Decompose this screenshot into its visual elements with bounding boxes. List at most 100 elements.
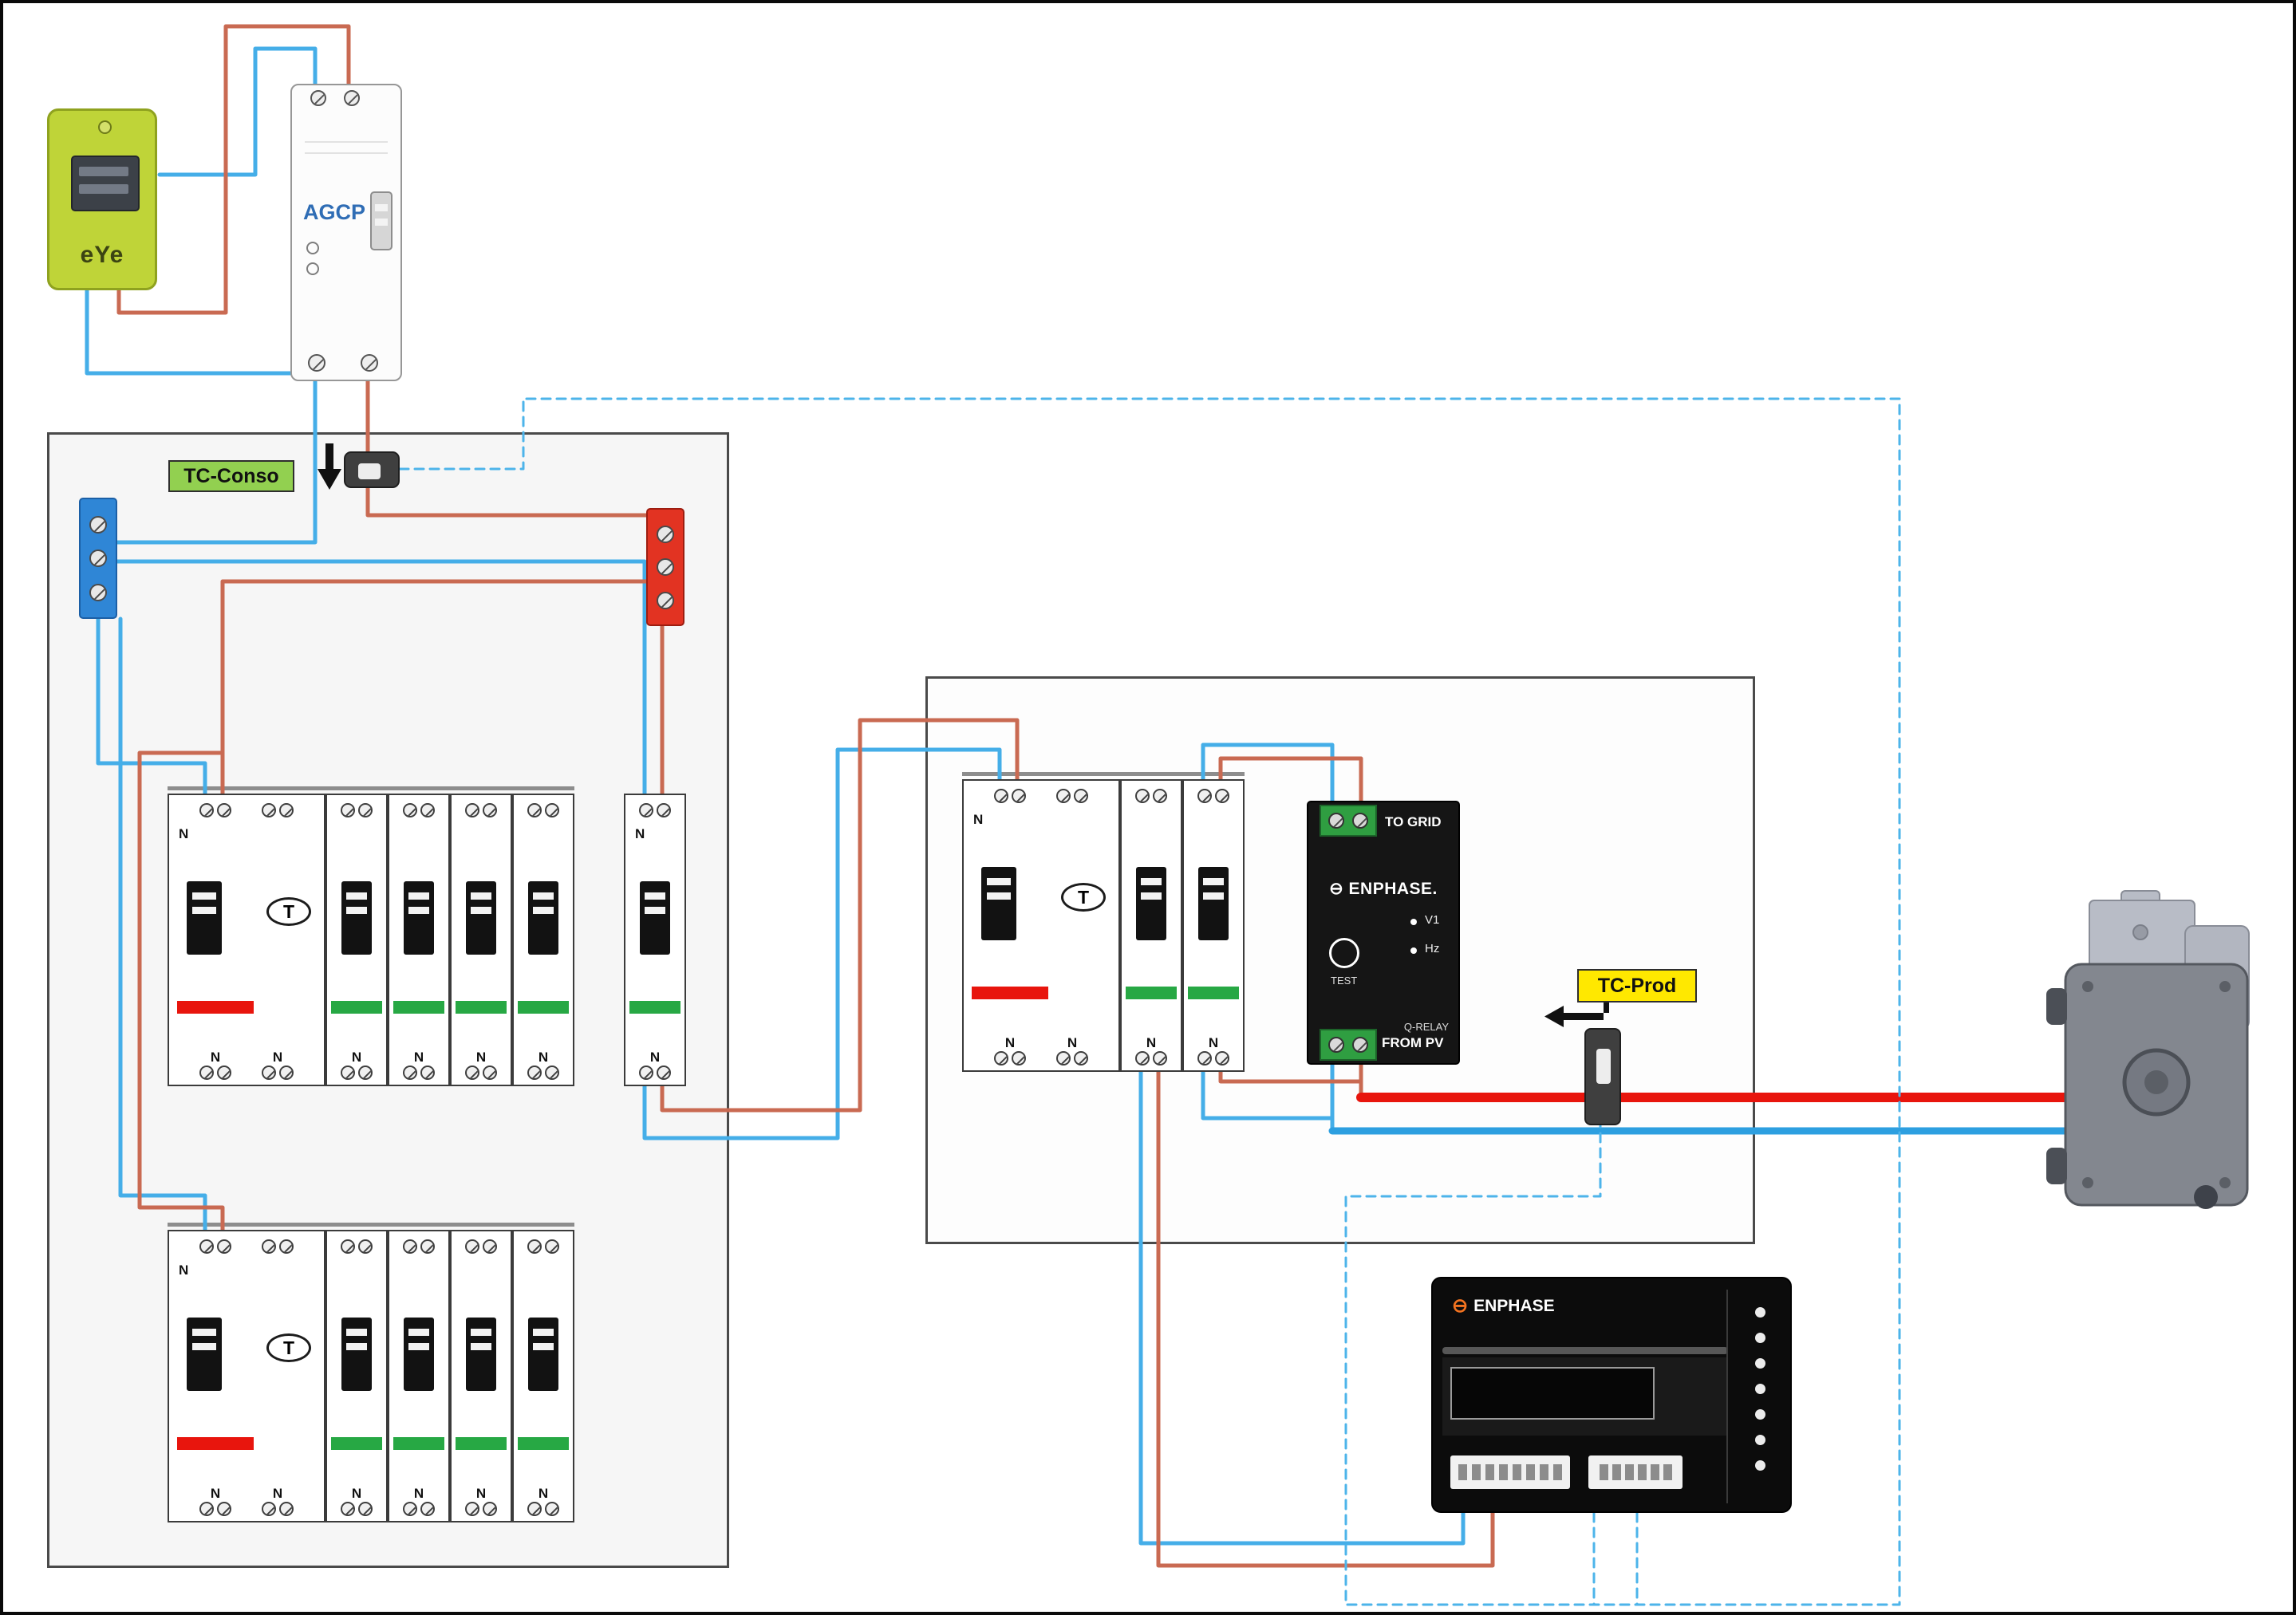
breaker-toggle	[187, 1318, 222, 1391]
vent-line	[305, 141, 388, 143]
led-hz-label: Hz	[1425, 942, 1440, 955]
body-hub-icon	[2144, 1070, 2168, 1094]
terminal-pair	[1197, 789, 1229, 803]
envoy-divider	[1726, 1290, 1728, 1503]
terminal-screw	[1351, 1037, 1368, 1053]
model-label: Q-RELAY	[1403, 1021, 1449, 1033]
terminal-screw	[262, 1066, 276, 1080]
terminal-slot	[1624, 1464, 1634, 1480]
terminal-pair	[1135, 1051, 1167, 1066]
terminal-screw	[1012, 789, 1026, 803]
terminal-screw	[217, 803, 231, 817]
terminal-pair	[262, 803, 294, 817]
trip-indicator	[972, 987, 1048, 999]
terminal-screw	[527, 1239, 542, 1254]
top-terminals	[1122, 789, 1181, 803]
agcp-main-breaker: AGCP	[290, 84, 402, 381]
terminal-screw	[527, 1066, 542, 1080]
terminal-screw	[262, 1239, 276, 1254]
terminal-screw	[1328, 813, 1345, 829]
terminal-screw	[657, 803, 671, 817]
status-indicator	[393, 1437, 444, 1450]
phase-wire-mcb-to-frompv	[1218, 1068, 1363, 1084]
agcp-lever	[370, 191, 393, 250]
neutral-label: N	[1146, 1035, 1157, 1050]
bottom-terminal-module: N	[465, 1050, 497, 1080]
terminal-slot	[1472, 1464, 1481, 1480]
enphase-logo-icon: ⊖	[1452, 1295, 1469, 1317]
bottom-terminals: N	[452, 1050, 511, 1080]
terminal-screw	[279, 803, 294, 817]
terminal-slot	[1526, 1464, 1535, 1480]
enphase-brand-label: ⊖ ENPHASE.	[1329, 880, 1438, 898]
neutral-label: N	[210, 1050, 221, 1065]
tc-prod-label: TC-Prod	[1577, 969, 1697, 1002]
wires-layer	[85, 24, 2077, 1606]
terminal-pair	[994, 1051, 1026, 1066]
terminal-screw	[420, 1239, 435, 1254]
terminal-pair	[639, 1066, 671, 1080]
electricity-meter: eYe	[47, 108, 157, 290]
rcd-test-button: T	[266, 897, 311, 926]
terminal-screw	[545, 803, 559, 817]
bottom-terminal-module: N	[199, 1050, 231, 1080]
terminal-screw	[403, 1066, 417, 1080]
envoy-terminal-strip-power	[1450, 1455, 1570, 1489]
terminal-slot	[1599, 1464, 1608, 1480]
terminal-screw	[279, 1239, 294, 1254]
terminal-slot	[1637, 1464, 1647, 1480]
phase-wire-branch-to-row2	[137, 750, 225, 1235]
top-terminals	[514, 803, 573, 817]
terminal-screw	[465, 1066, 479, 1080]
terminal-screw	[420, 1066, 435, 1080]
terminal-screw	[545, 1066, 559, 1080]
terminal-screw	[657, 525, 674, 543]
rcd-test-button: T	[266, 1333, 311, 1362]
display-slat	[79, 184, 128, 194]
status-indicator	[456, 1001, 507, 1014]
bottom-terminals: N	[1122, 1036, 1181, 1066]
status-indicator	[331, 1437, 382, 1450]
terminal-slot	[1499, 1464, 1508, 1480]
terminal-screw	[262, 1502, 276, 1516]
neutral-label: N	[973, 812, 984, 827]
terminal-pair	[527, 1066, 559, 1080]
bottom-terminals: N	[389, 1050, 448, 1080]
agcp-label: AGCP	[303, 200, 366, 224]
terminal-pair	[262, 1239, 294, 1254]
breaker-toggle	[640, 881, 670, 955]
terminal-screw	[639, 1066, 653, 1080]
status-led-icon	[1755, 1435, 1765, 1445]
terminal-pair	[199, 1066, 231, 1080]
bolt-icon	[2219, 981, 2231, 992]
bolt-icon	[2082, 981, 2093, 992]
terminal-pair	[465, 1066, 497, 1080]
dc-connector	[2046, 1148, 2067, 1184]
terminal-screw	[344, 90, 360, 106]
terminal-slot	[1540, 1464, 1548, 1480]
phase-wire-mcb-to-envoy	[1156, 1068, 1495, 1568]
terminal-screw	[1056, 789, 1071, 803]
terminal-pair	[199, 803, 231, 817]
top-terminals	[169, 1239, 324, 1254]
terminal-screw	[657, 1066, 671, 1080]
terminal-screw	[217, 1066, 231, 1080]
breaker-toggle	[1198, 867, 1229, 940]
top-terminals	[514, 1239, 573, 1254]
status-indicator	[456, 1437, 507, 1450]
terminal-screw	[483, 1239, 497, 1254]
terminal-pair	[199, 1239, 231, 1254]
breaker-toggle	[1136, 867, 1166, 940]
terminal-screw	[341, 803, 355, 817]
envoy-logo: ⊖ ENPHASE	[1452, 1294, 1555, 1318]
neutral-wire-block-to-row1	[96, 616, 207, 798]
terminal-screw	[657, 558, 674, 576]
tc-conso-label: TC-Conso	[168, 460, 294, 492]
bottom-terminals: N	[327, 1487, 386, 1516]
terminal-screw	[199, 1066, 214, 1080]
top-terminals	[625, 803, 684, 817]
terminal-slot	[1612, 1464, 1621, 1480]
terminal-pair	[527, 1502, 559, 1516]
terminal-screw	[279, 1066, 294, 1080]
